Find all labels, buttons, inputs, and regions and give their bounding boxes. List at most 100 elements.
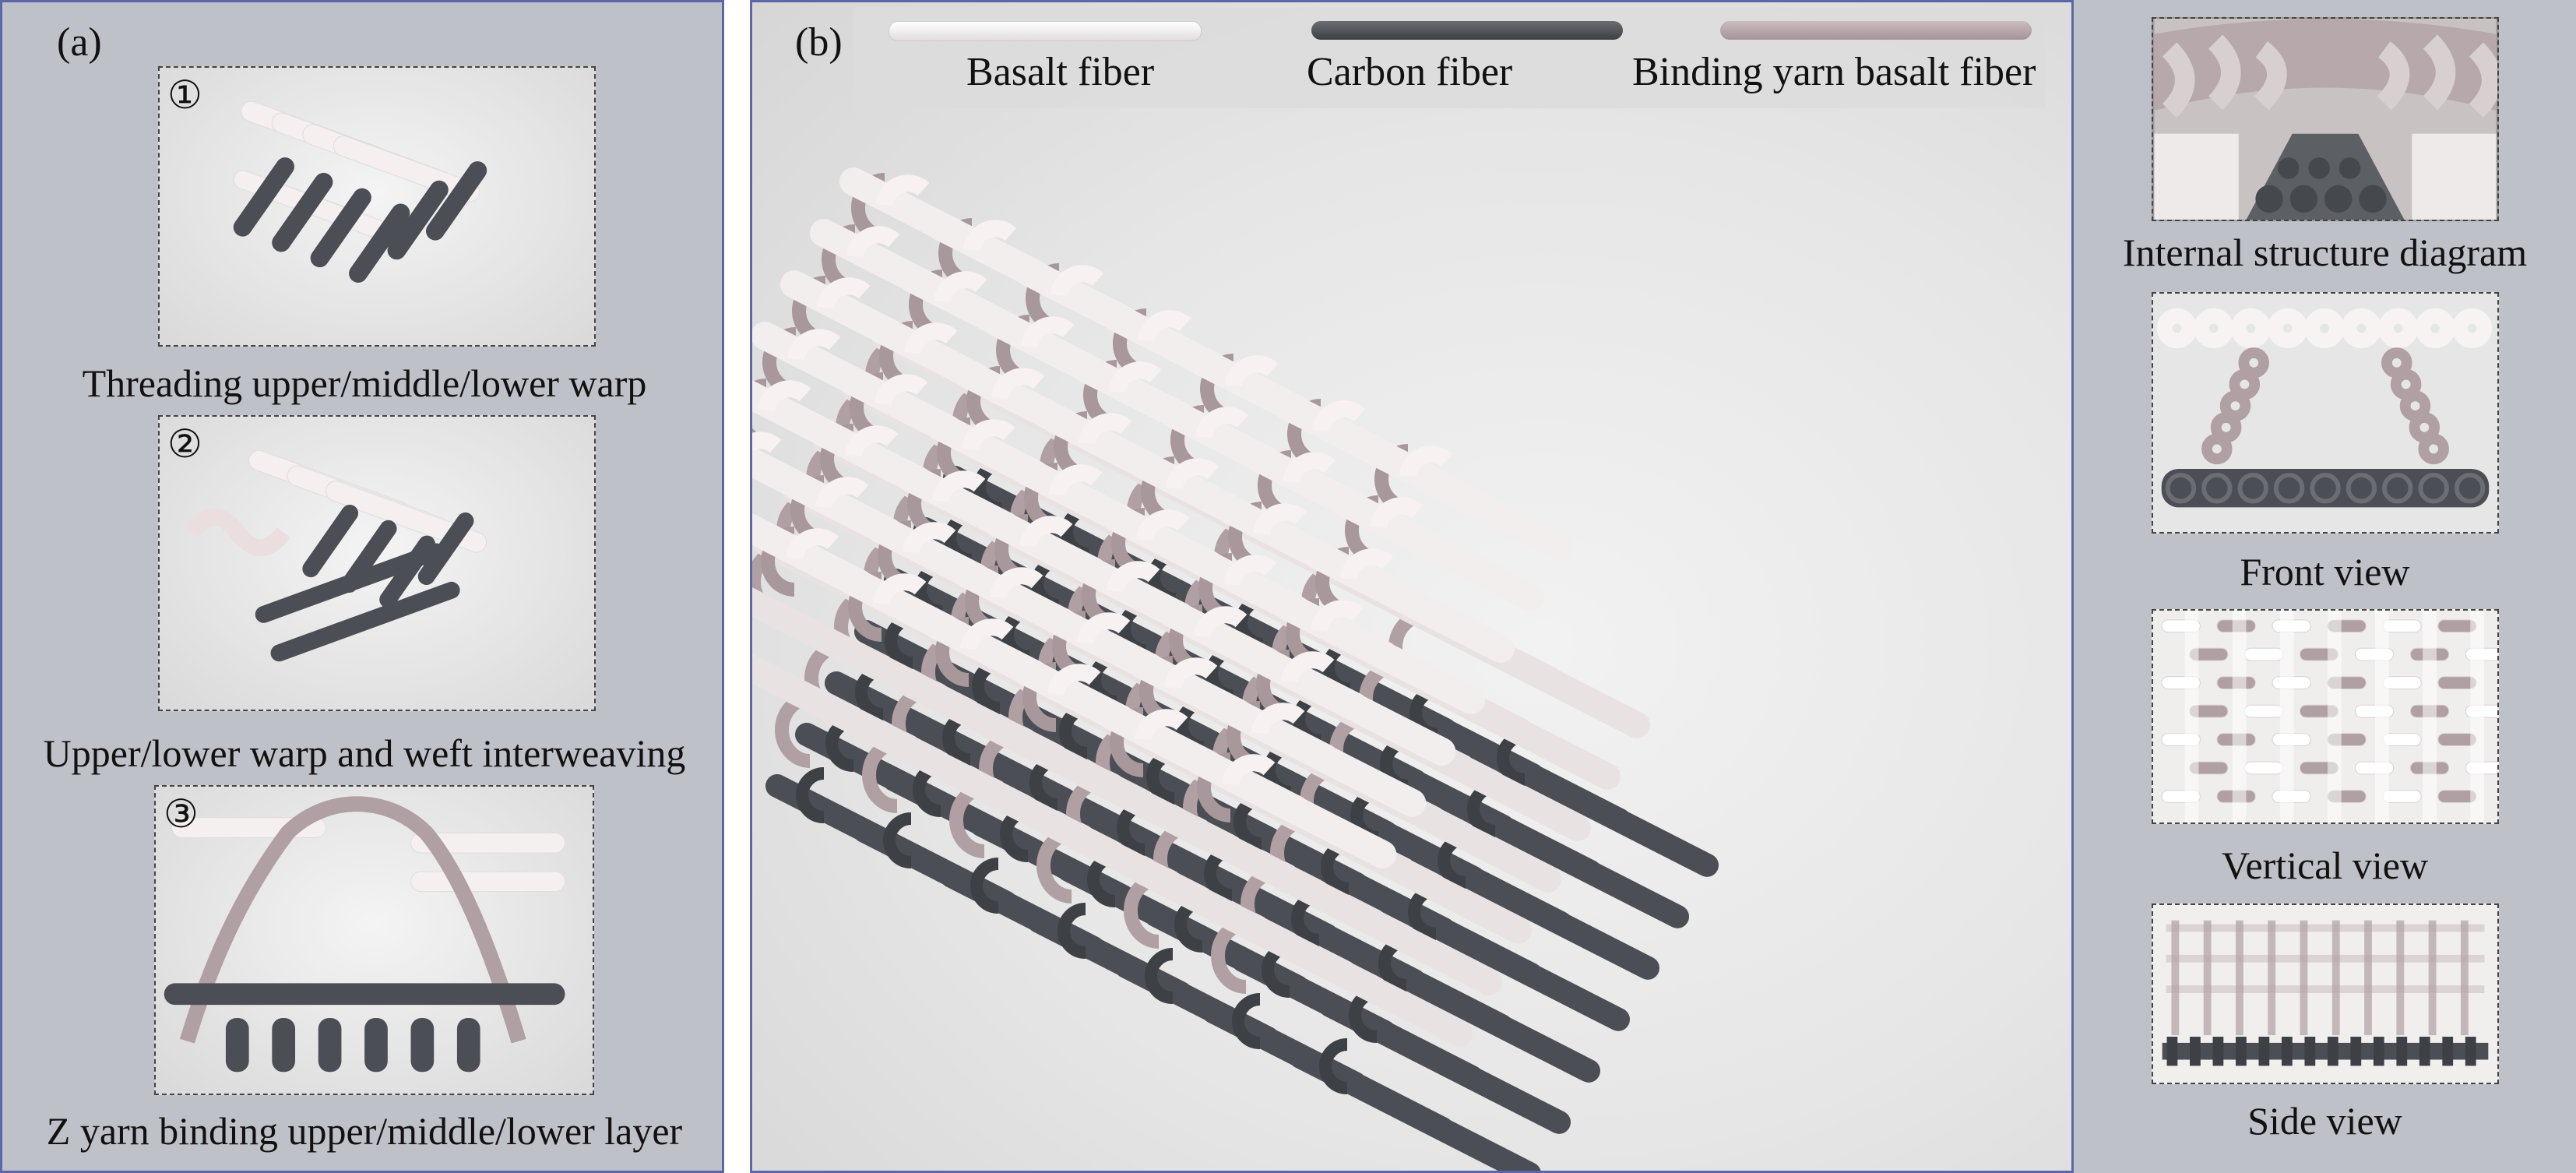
basalt-loop-top: [1077, 612, 1131, 644]
basalt-loop-top: [1021, 316, 1075, 348]
side-view-carbon-tick: [2373, 1037, 2384, 1066]
carbon-loop: [970, 858, 999, 914]
step-2-illustration: [184, 449, 487, 662]
panel-c: Internal structure diagram Front view Ve…: [2074, 0, 2576, 1173]
basalt-loop-top: [1399, 446, 1453, 477]
side-view-binder: [2331, 920, 2340, 1036]
front-view-illustration: [2156, 308, 2493, 508]
basalt-rod-middle: [1217, 904, 1473, 1047]
side-view-binder: [2236, 920, 2243, 1036]
carbon-rod: [1378, 891, 1631, 1031]
side-view-line: [2166, 924, 2485, 932]
basalt-loop-top: [752, 432, 782, 453]
basalt-loop-top: [963, 220, 1017, 252]
front-leg-ring-right: [2418, 433, 2449, 465]
side-view-binder: [2268, 920, 2276, 1036]
vertical-view-illustration: [2161, 611, 2497, 823]
side-view-carbon-tick: [2281, 1037, 2293, 1066]
front-top-ring: [2341, 308, 2382, 349]
panel-b: (b) Basalt fiber Carbon fiber Binding ya…: [750, 0, 2074, 1173]
main-3d-structure: [752, 167, 1719, 1171]
front-bottom-ring: [2454, 472, 2486, 504]
legend-swatch-binding: [1720, 21, 2032, 40]
side-view-carbon-tick: [2350, 1037, 2362, 1066]
step-3-carbon-rods: [164, 983, 565, 1073]
carbon-rod: [1348, 942, 1601, 1083]
vertical-view-tile: [2244, 647, 2284, 661]
carbon-loop: [796, 767, 825, 823]
carbon-loop: [883, 812, 912, 868]
step-3-basalt-rods: [171, 817, 566, 893]
basalt-loop-top: [815, 477, 869, 509]
basalt-loop-top: [1019, 516, 1073, 548]
basalt-loop-top: [1281, 651, 1335, 683]
front-bottom-ring: [2273, 472, 2305, 504]
front-top-ring: [2415, 308, 2455, 349]
front-top-ring: [2304, 308, 2345, 349]
front-bottom-ring: [2237, 472, 2268, 504]
side-view-image: [2152, 904, 2499, 1084]
front-top-ring: [2451, 308, 2493, 349]
panel-a: (a) ① Threading upper/middle/lower war: [0, 0, 724, 1173]
vertical-view-tile: [2244, 761, 2284, 775]
basalt-loop-top: [1223, 555, 1277, 586]
side-view-carbon-tick: [2419, 1037, 2430, 1066]
basalt-loop-top: [1195, 407, 1249, 439]
panel-a-label: (a): [57, 20, 102, 65]
basalt-rod-middle: [1247, 852, 1503, 995]
front-bottom-ring: [2345, 472, 2377, 504]
legend-swatch-basalt: [889, 21, 1202, 41]
step-1-image: ①: [158, 66, 596, 347]
basalt-loop-top: [817, 277, 871, 309]
side-view-carbon-tick: [2396, 1037, 2408, 1066]
panel-b-label: (b): [795, 20, 843, 65]
vertical-view-warp: [2375, 611, 2389, 823]
vertical-view-warp: [2423, 611, 2437, 823]
front-leg-ring-left: [2201, 433, 2233, 465]
basalt-loop-top: [1050, 265, 1104, 297]
front-view-caption: Front view: [2240, 550, 2410, 594]
basalt-loop-top: [903, 522, 956, 554]
side-view-carbon-tick: [2258, 1037, 2270, 1066]
basalt-loop-top: [1283, 452, 1336, 484]
step-1-caption: Threading upper/middle/lower warp: [82, 361, 647, 405]
front-top-ring: [2156, 308, 2198, 349]
basalt-loop-top: [1049, 464, 1103, 496]
basalt-loop-top: [1194, 606, 1248, 638]
vertical-view-tile: [2244, 704, 2284, 718]
vertical-view-image: [2152, 609, 2499, 824]
step-3-image: ③: [154, 785, 594, 1095]
basalt-loop-top: [1253, 503, 1307, 535]
basalt-loop-top: [875, 374, 928, 406]
carbon-loop: [1057, 903, 1086, 959]
step-3-caption: Z yarn binding upper/middle/lower layer: [46, 1109, 683, 1153]
basalt-loop-top: [873, 573, 927, 605]
basalt-loop-top: [758, 380, 811, 412]
side-view-binder: [2396, 920, 2405, 1036]
front-bottom-ring: [2382, 472, 2413, 504]
side-view-carbon-tick: [2166, 1037, 2178, 1066]
step-2-caption: Upper/lower warp and weft interweaving: [43, 731, 686, 775]
basalt-loop-top: [846, 226, 900, 258]
front-top-ring: [2230, 308, 2271, 349]
basalt-loop-top: [1222, 754, 1276, 786]
legend-label-carbon: Carbon fiber: [1307, 50, 1513, 94]
side-view-carbon-tick: [2465, 1037, 2476, 1066]
step-1-number: ①: [167, 73, 202, 117]
basalt-loop-top: [1047, 664, 1101, 696]
basalt-loop-top: [1108, 361, 1162, 393]
side-view-carbon-tick: [2442, 1037, 2454, 1066]
carbon-rod: [1318, 994, 1571, 1134]
side-view-carbon-tick: [2190, 1037, 2201, 1066]
basalt-loop-top: [1166, 458, 1219, 490]
vertical-view-warp: [2184, 611, 2199, 823]
side-view-binder: [2364, 920, 2372, 1036]
side-view-carbon-tick: [2327, 1037, 2338, 1066]
legend-swatch-carbon: [1311, 21, 1623, 40]
basalt-loop-top: [787, 329, 841, 361]
legend-label-basalt: Basalt fiber: [966, 50, 1155, 94]
front-bottom-ring: [2165, 472, 2197, 504]
basalt-loop-top: [904, 322, 958, 354]
basalt-loop-top: [1340, 548, 1394, 580]
front-bottom-ring: [2418, 472, 2449, 504]
